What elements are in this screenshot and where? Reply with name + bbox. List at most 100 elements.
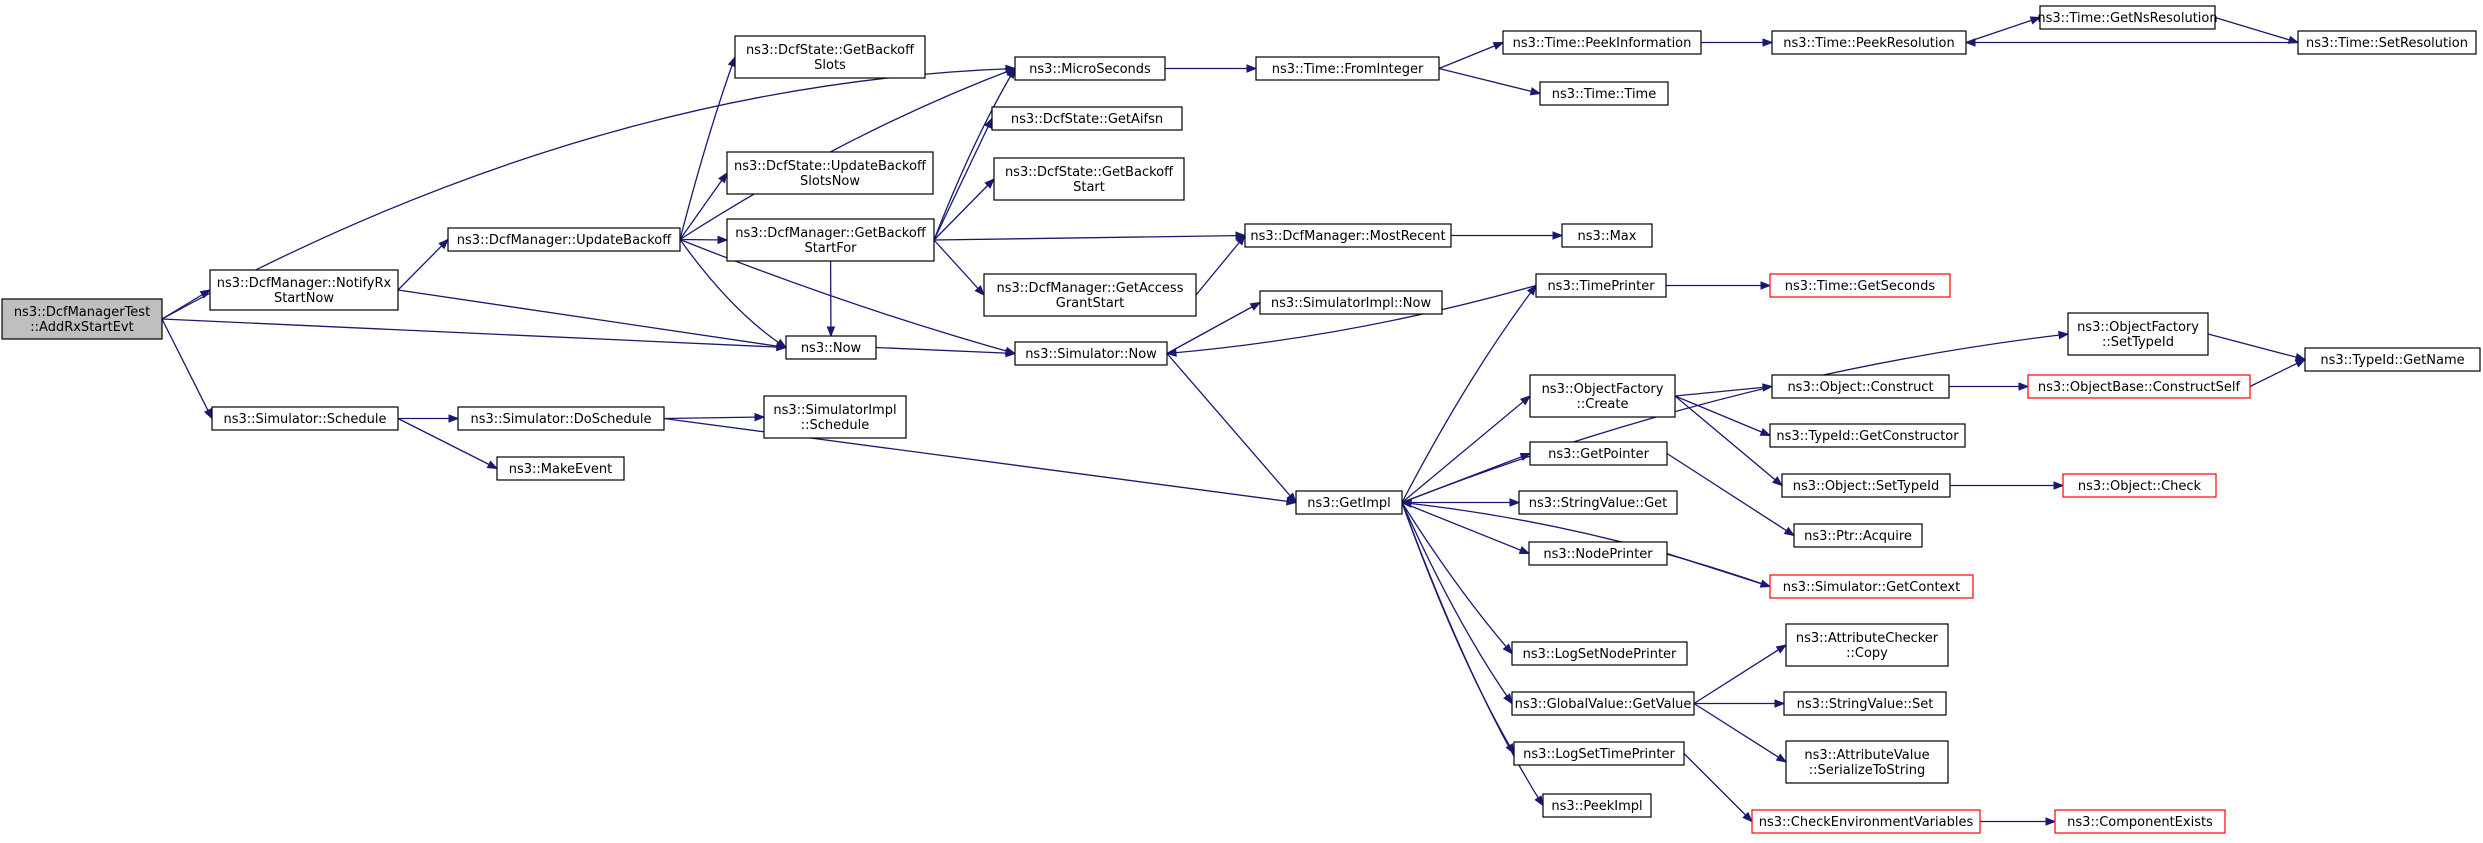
node-box bbox=[1785, 623, 1949, 667]
node-label: ns3::LogSetTimePrinter bbox=[1523, 747, 1675, 762]
node-doSchedule[interactable]: ns3::Simulator::DoSchedule bbox=[457, 406, 665, 431]
edge-line bbox=[933, 68, 1016, 241]
node-label: ns3::Object::SetTypeId bbox=[1793, 479, 1939, 494]
node-box bbox=[1769, 273, 1951, 298]
node-typeIdGetName[interactable]: ns3::TypeId::GetName bbox=[2304, 347, 2481, 372]
edge-root-to-notifyRx bbox=[161, 289, 212, 320]
node-box bbox=[2027, 374, 2251, 399]
node-objFactoryCreate[interactable]: ns3::ObjectFactory::Create bbox=[1529, 374, 1676, 418]
node-objectConstruct[interactable]: ns3::Object::Construct bbox=[1771, 374, 1950, 399]
node-now[interactable]: ns3::Now bbox=[785, 335, 877, 360]
edge-arrowhead bbox=[754, 412, 766, 422]
edge-logSetTimePrinter-to-checkEnvVars bbox=[1683, 753, 1753, 823]
node-box bbox=[1783, 691, 1947, 716]
node-objectSetTypeId[interactable]: ns3::Object::SetTypeId bbox=[1781, 473, 1951, 498]
edge-nodePrinter-to-simGetContext bbox=[1666, 552, 1772, 588]
edge-arrowhead bbox=[717, 235, 729, 245]
node-peekImpl[interactable]: ns3::PeekImpl bbox=[1542, 793, 1652, 818]
node-box bbox=[726, 151, 934, 195]
node-objectBaseConstructSelf[interactable]: ns3::ObjectBase::ConstructSelf bbox=[2027, 374, 2251, 399]
edge-line bbox=[1438, 67, 1541, 95]
node-objectCheck[interactable]: ns3::Object::Check bbox=[2062, 473, 2217, 498]
node-peekInformation[interactable]: ns3::Time::PeekInformation bbox=[1502, 30, 1702, 55]
node-componentExists[interactable]: ns3::ComponentExists bbox=[2054, 809, 2226, 834]
node-label: ::SetTypeId bbox=[2102, 335, 2174, 350]
edge-updateBackoff-to-getBackoffStartFor bbox=[679, 235, 729, 245]
node-box bbox=[209, 269, 399, 311]
edge-arrowhead bbox=[1235, 234, 1246, 246]
edge-line bbox=[1674, 395, 1783, 486]
node-getSeconds[interactable]: ns3::Time::GetSeconds bbox=[1769, 273, 1951, 298]
node-setResolution[interactable]: ns3::Time::SetResolution bbox=[2297, 30, 2477, 55]
node-stringValueGet[interactable]: ns3::StringValue::Get bbox=[1518, 490, 1678, 515]
node-typeIdGetConstructor[interactable]: ns3::TypeId::GetConstructor bbox=[1769, 423, 1966, 448]
edge-line bbox=[663, 417, 1297, 504]
node-getPointer[interactable]: ns3::GetPointer bbox=[1529, 441, 1668, 466]
node-ptrAcquire[interactable]: ns3::Ptr::Acquire bbox=[1793, 523, 1923, 548]
node-globalValueGetValue[interactable]: ns3::GlobalValue::GetValue bbox=[1511, 691, 1695, 716]
edge-line bbox=[679, 239, 787, 349]
node-label: ns3::Simulator::DoSchedule bbox=[470, 412, 651, 427]
node-attrCheckerCopy[interactable]: ns3::AttributeChecker::Copy bbox=[1785, 623, 1949, 667]
node-peekResolution[interactable]: ns3::Time::PeekResolution bbox=[1771, 30, 1967, 55]
node-box bbox=[496, 456, 625, 481]
edge-objFactoryCreate-to-objectConstruct bbox=[1674, 383, 1774, 397]
node-label: ns3::NodePrinter bbox=[1543, 547, 1653, 562]
edge-arrowhead bbox=[1502, 643, 1513, 655]
node-stringValueSet[interactable]: ns3::StringValue::Set bbox=[1783, 691, 1947, 716]
node-timeTime[interactable]: ns3::Time::Time bbox=[1539, 81, 1669, 106]
edge-timePrinter-to-getSeconds bbox=[1665, 281, 1772, 290]
node-box bbox=[211, 406, 399, 431]
edge-objectBaseConstructSelf-to-typeIdGetName bbox=[2249, 358, 2307, 388]
node-getImpl[interactable]: ns3::GetImpl bbox=[1295, 490, 1403, 515]
node-box bbox=[763, 395, 907, 439]
node-getAifsn[interactable]: ns3::DcfState::GetAifsn bbox=[991, 106, 1183, 131]
edge-objFactorySetTypeId-to-typeIdGetName bbox=[2207, 333, 2307, 362]
node-mostRecent[interactable]: ns3::DcfManager::MostRecent bbox=[1244, 223, 1452, 248]
node-fromInteger[interactable]: ns3::Time::FromInteger bbox=[1255, 56, 1440, 81]
node-nodePrinter[interactable]: ns3::NodePrinter bbox=[1528, 541, 1668, 566]
edge-line bbox=[397, 289, 787, 349]
node-makeEvent[interactable]: ns3::MakeEvent bbox=[496, 456, 625, 481]
node-getNsResolution[interactable]: ns3::Time::GetNsResolution bbox=[2037, 5, 2218, 30]
edge-getBackoffStartFor-to-getBackoffStart bbox=[933, 178, 995, 241]
node-label: ::AddRxStartEvt bbox=[30, 320, 133, 335]
edge-arrowhead bbox=[199, 289, 212, 299]
node-label: ns3::Ptr::Acquire bbox=[1804, 529, 1912, 544]
edge-arrowhead bbox=[1552, 231, 1564, 240]
edge-line bbox=[1401, 395, 1531, 503]
edge-arrowhead bbox=[1783, 526, 1796, 537]
node-checkEnvVars[interactable]: ns3::CheckEnvironmentVariables bbox=[1751, 809, 1981, 834]
node-schedule[interactable]: ns3::Simulator::Schedule bbox=[211, 406, 399, 431]
node-objFactorySetTypeId[interactable]: ns3::ObjectFactory::SetTypeId bbox=[2067, 312, 2209, 356]
edge-getImpl-to-objFactoryCreate bbox=[1401, 395, 1532, 503]
node-logSetNodePrinter[interactable]: ns3::LogSetNodePrinter bbox=[1511, 641, 1688, 666]
node-label: ::SerializeToString bbox=[1809, 763, 1925, 778]
node-simGetContext[interactable]: ns3::Simulator::GetContext bbox=[1769, 574, 1974, 599]
node-box bbox=[1255, 56, 1440, 81]
node-label: ns3::DcfManager::GetBackoff bbox=[735, 226, 927, 241]
node-box bbox=[457, 406, 665, 431]
edge-arrowhead bbox=[1503, 693, 1513, 705]
edge-getImpl-to-objFactorySetTypeId bbox=[1401, 330, 2070, 504]
node-attrValueSerialize[interactable]: ns3::AttributeValue::SerializeToString bbox=[1785, 740, 1949, 784]
node-simImplNow[interactable]: ns3::SimulatorImpl::Now bbox=[1259, 290, 1443, 315]
edge-arrowhead bbox=[1518, 546, 1531, 555]
node-microSeconds[interactable]: ns3::MicroSeconds bbox=[1014, 56, 1166, 81]
node-simImplSchedule[interactable]: ns3::SimulatorImpl::Schedule bbox=[763, 395, 907, 439]
node-logSetTimePrinter[interactable]: ns3::LogSetTimePrinter bbox=[1513, 741, 1685, 766]
node-box bbox=[734, 35, 926, 79]
node-timePrinter[interactable]: ns3::TimePrinter bbox=[1535, 273, 1667, 298]
node-updateBackoff[interactable]: ns3::DcfManager::UpdateBackoff bbox=[447, 227, 681, 252]
node-simNow[interactable]: ns3::Simulator::Now bbox=[1014, 341, 1168, 366]
edge-line bbox=[875, 346, 1016, 355]
node-max[interactable]: ns3::Max bbox=[1561, 223, 1653, 248]
node-root[interactable]: ns3::DcfManagerTest::AddRxStartEvt bbox=[1, 298, 163, 340]
